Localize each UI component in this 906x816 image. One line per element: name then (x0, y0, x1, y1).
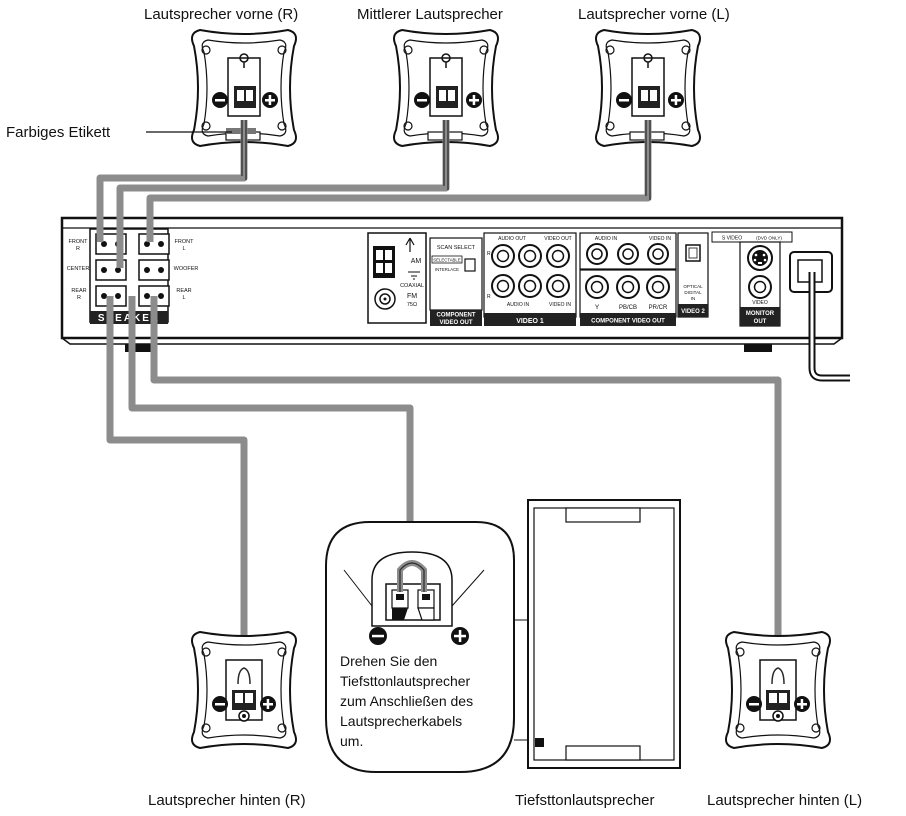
scan-select-label: SCAN SELECT (437, 245, 476, 251)
coaxial-label: COAXIAL (400, 283, 424, 289)
woofer-label: WOOFER (174, 266, 199, 272)
digital-label: DIGITAL (684, 290, 702, 295)
audio-in-v2-label: AUDIO IN (595, 236, 618, 242)
subwoofer-terminal-callout (325, 521, 528, 773)
out-label: OUT (754, 319, 767, 325)
scan-select-switch (464, 258, 476, 272)
fm-label: FM (407, 293, 417, 300)
component-video-out-bar: COMPONENT VIDEO OUT (591, 319, 665, 325)
rear-r-label: REAR (71, 288, 86, 294)
dvd-only-label: (DVD ONLY) (756, 236, 782, 241)
audio-out-label: AUDIO OUT (498, 236, 526, 242)
speaker-cables (96, 120, 782, 678)
video-label: VIDEO (752, 300, 768, 306)
subwoofer-label: Tiefsttonlautsprecher (515, 792, 655, 809)
component-video-out-b: VIDEO OUT (439, 320, 472, 326)
component-video-out-a: COMPONENT (437, 313, 476, 319)
color-label-caption: Farbiges Etikett (6, 124, 111, 141)
am-label: AM (411, 258, 422, 265)
video1-label: VIDEO 1 (516, 318, 544, 325)
center-label: CENTER (67, 266, 90, 272)
video-in-label: VIDEO IN (549, 302, 571, 308)
in-label: IN (691, 296, 696, 301)
front-left-speaker-label: Lautsprecher vorne (L) (578, 6, 730, 23)
rear-r-sub: R (77, 295, 81, 301)
video2-label: VIDEO 2 (681, 309, 705, 315)
front-r-label: FRONT (69, 239, 89, 245)
speaker-block-title: SPEAKER (98, 313, 160, 324)
optical-label: OPTICAL (683, 284, 703, 289)
receiver-rear-panel: SPEAKER FRONT R CENTER REAR R FRONT L WO… (60, 216, 850, 382)
front-right-speaker-label: Lautsprecher vorne (R) (144, 6, 299, 23)
center-speaker-label: Mittlerer Lautsprecher (357, 6, 503, 23)
rear-l-label: REAR (176, 288, 191, 294)
front-l-label: FRONT (175, 239, 195, 245)
instruction-line: um. (340, 733, 364, 749)
interlace-label: INTERLACE (435, 267, 459, 272)
video-out-label: VIDEO OUT (544, 236, 572, 242)
selectable-label: SELECTABLE (433, 258, 461, 263)
audio-in-label: AUDIO IN (507, 302, 530, 308)
rear-left-speaker (725, 631, 831, 749)
instruction-line: zum Anschließen des (340, 693, 474, 709)
r-label: R (487, 251, 491, 257)
front-r-sub: R (76, 246, 80, 252)
rear-l-sub: L (182, 295, 185, 301)
instruction-line: Tiefsttonlautsprecher (340, 673, 471, 689)
ground-icon (408, 271, 420, 280)
rear-right-speaker-label: Lautsprecher hinten (R) (148, 792, 306, 809)
front-l-sub: L (182, 246, 185, 252)
r-label: R (487, 294, 491, 300)
antenna-icon (405, 237, 415, 252)
center-speaker (393, 29, 499, 147)
pb-label: PB/CB (619, 305, 637, 311)
instruction-line: Drehen Sie den (340, 653, 438, 669)
rear-right-speaker (191, 631, 297, 749)
ohm-label: 75Ω (407, 302, 417, 308)
s-video-label: S VIDEO (722, 236, 742, 242)
y-label: Y (595, 304, 600, 311)
instruction-line: Lautsprecherkabels (340, 713, 463, 729)
rear-left-speaker-label: Lautsprecher hinten (L) (707, 792, 863, 809)
subwoofer-instruction: Drehen Sie den Tiefsttonlautsprecher zum… (340, 651, 500, 751)
pr-label: PR/CR (649, 305, 668, 311)
video-in-v2-label: VIDEO IN (649, 236, 671, 242)
subwoofer (527, 499, 681, 769)
monitor-label: MONITOR (746, 311, 775, 317)
